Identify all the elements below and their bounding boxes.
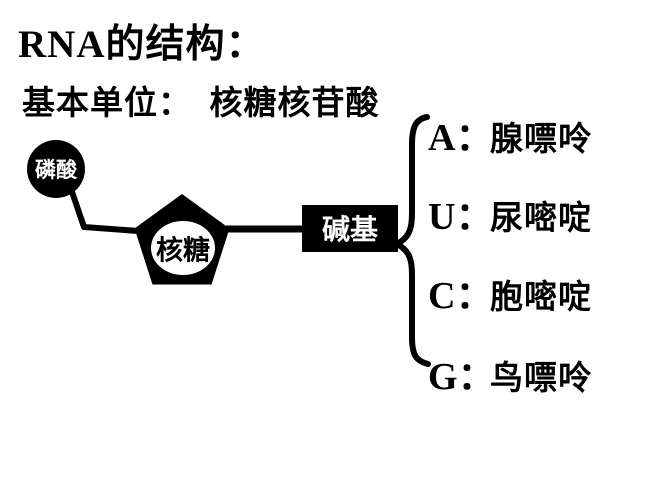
base-name-cytosine: 胞嘧啶 [490, 278, 592, 315]
base-box-label: 碱基 [321, 214, 379, 245]
base-item-uracil: U： 尿嘧啶 [428, 185, 592, 240]
base-item-cytosine: C： 胞嘧啶 [428, 264, 592, 319]
base-name-adenine: 腺嘌呤 [490, 120, 592, 157]
base-name-uracil: 尿嘧啶 [490, 199, 592, 236]
base-letter-g: G： [428, 356, 496, 398]
brace [390, 114, 431, 367]
base-box [302, 205, 398, 252]
base-letter-c: C： [428, 275, 494, 317]
ribose-pentagon-inner [151, 221, 215, 275]
base-letter-u: U： [428, 196, 494, 238]
phosphate-ribose-connector [67, 183, 141, 234]
phosphate-circle [27, 140, 85, 198]
base-letter-a: A： [428, 117, 494, 159]
ribose-label: 核糖 [156, 235, 210, 266]
base-name-guanine: 鸟嘌呤 [490, 359, 592, 396]
base-item-adenine: A： 腺嘌呤 [428, 106, 592, 161]
phosphate-label: 磷酸 [35, 159, 77, 182]
page-title: RNA的结构： [18, 23, 266, 66]
base-item-guanine: G： 鸟嘌呤 [428, 345, 592, 400]
basic-unit-subtitle: 基本单位： 核糖核苷酸 [22, 84, 380, 121]
